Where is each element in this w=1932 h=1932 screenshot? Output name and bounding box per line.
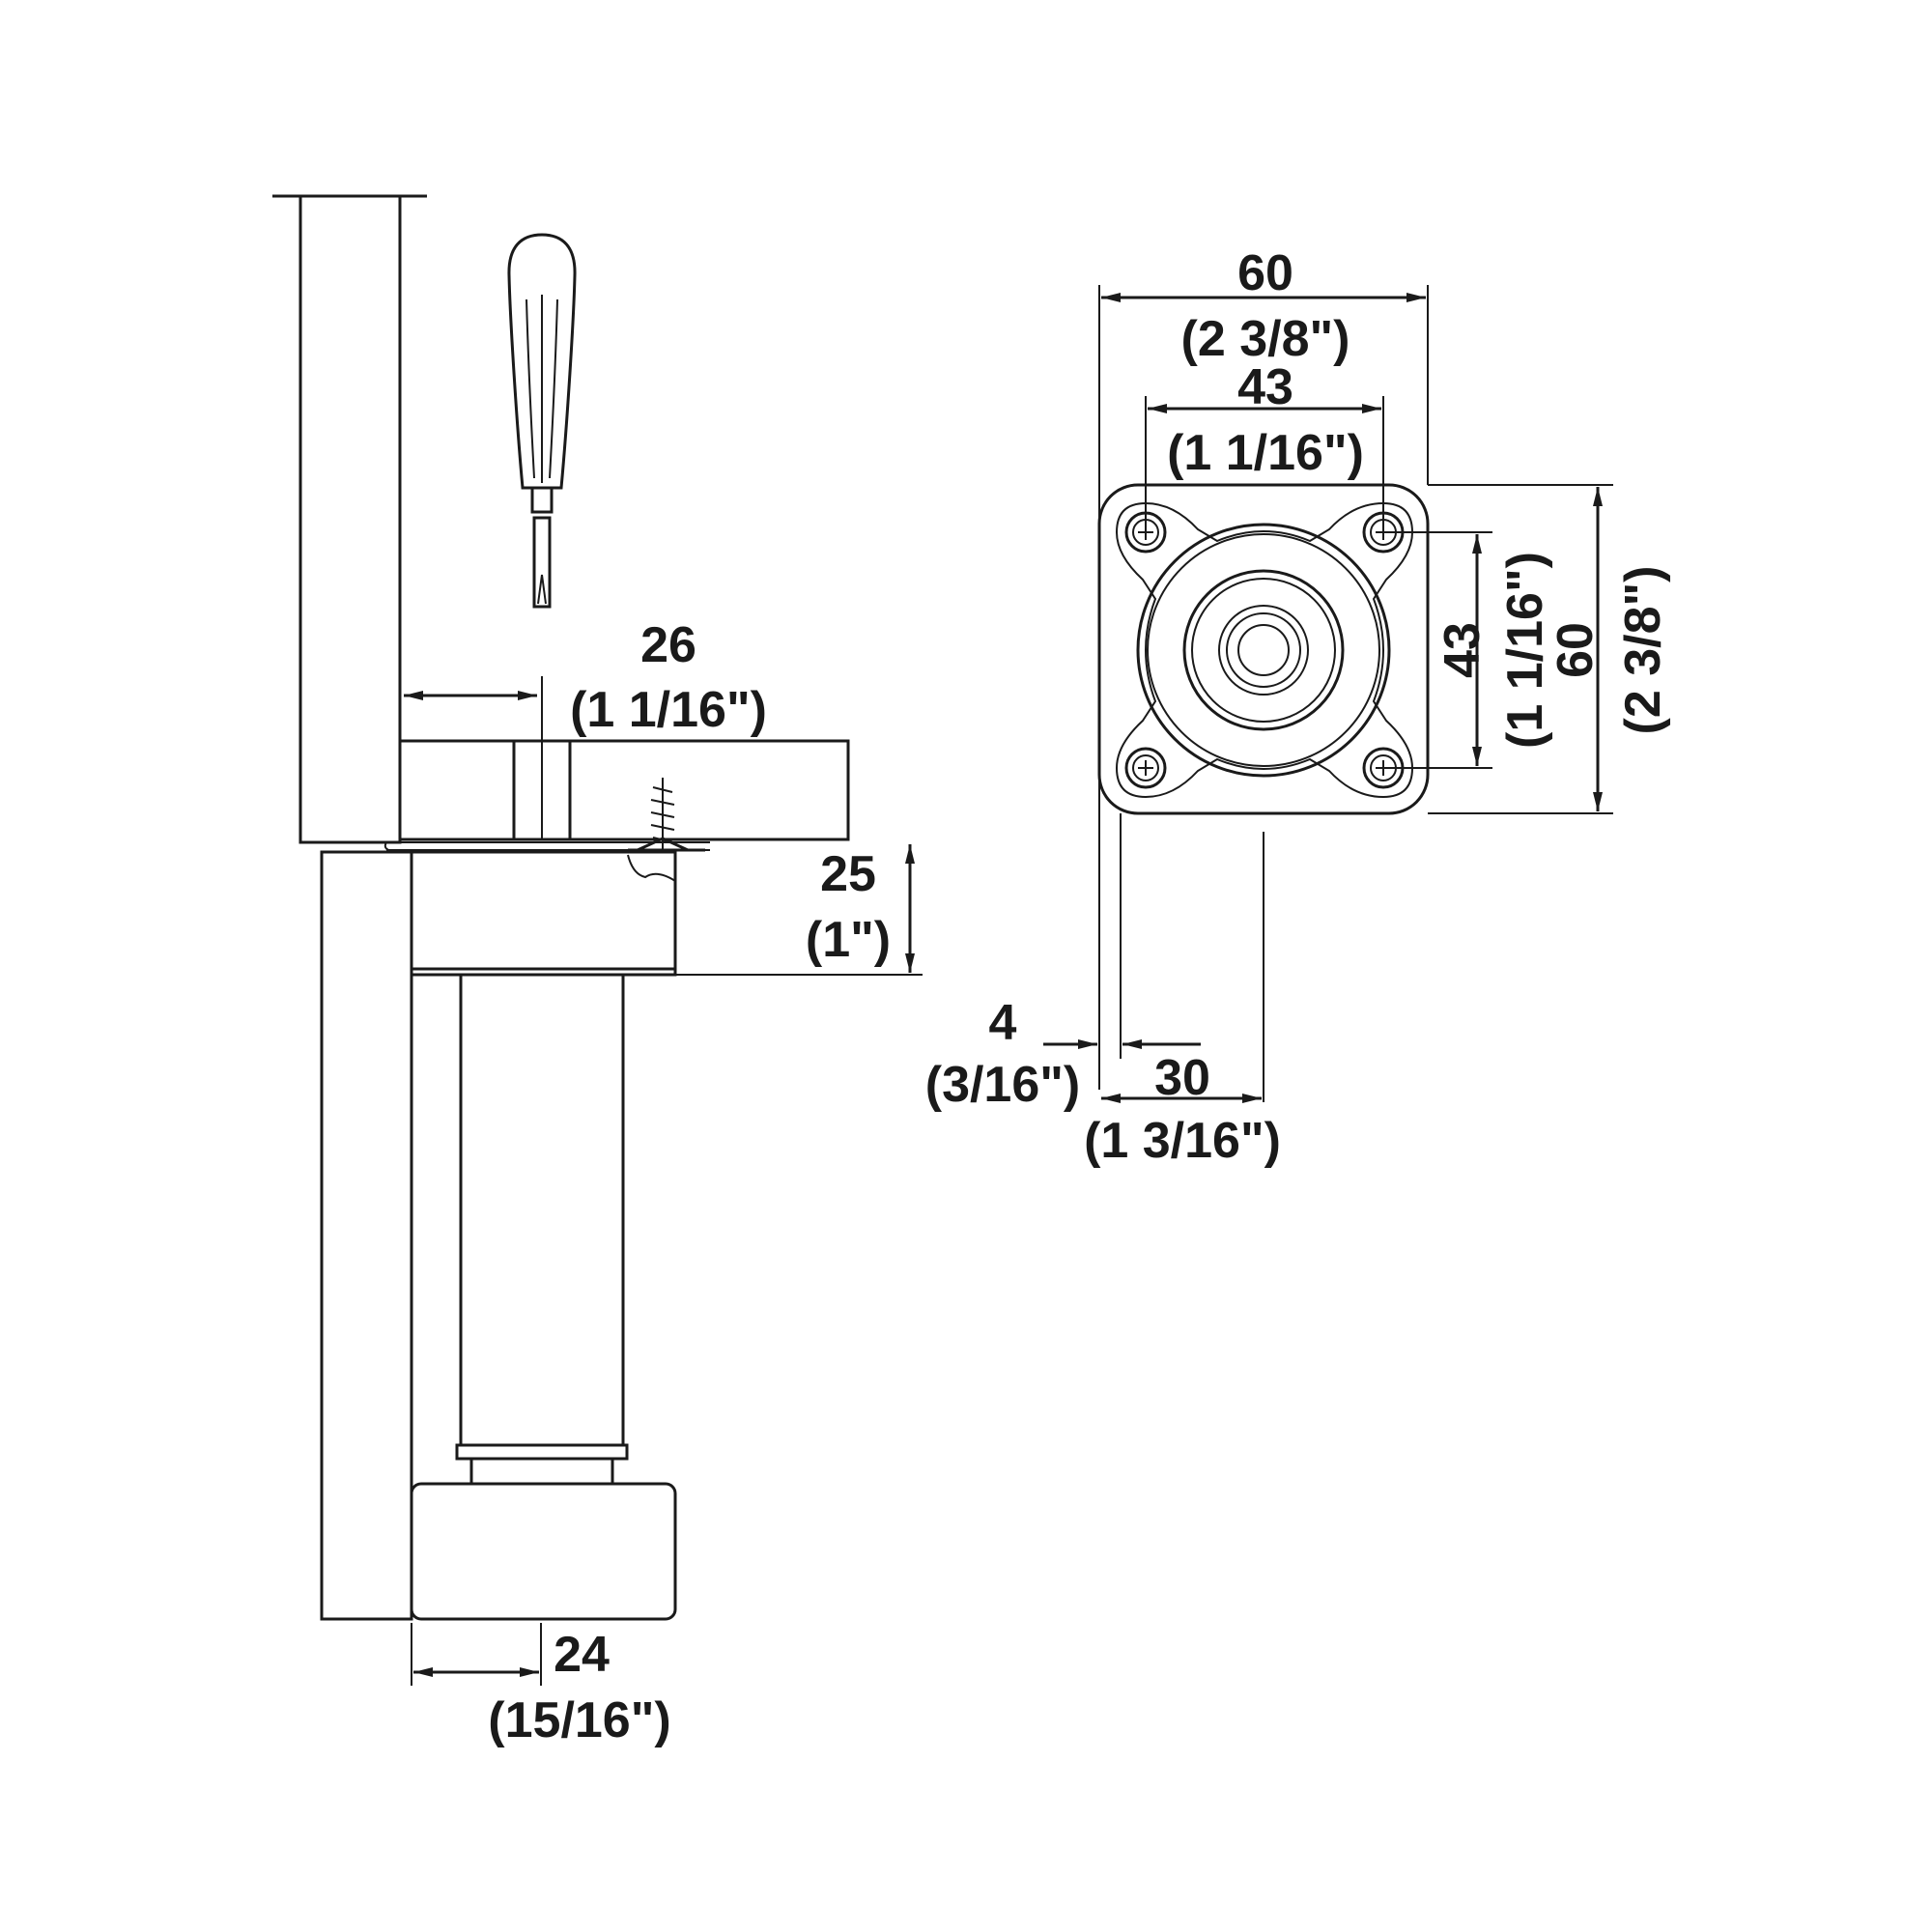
dim-60-height-mm: 60 [1548, 622, 1604, 678]
dim-25-inch: (1") [806, 912, 891, 968]
dim-4-mm: 4 [989, 995, 1017, 1051]
dim-43-v-inch: (1 1/16") [1497, 552, 1553, 749]
leg-ring [455, 1443, 629, 1461]
dim-60-height-inch: (2 3/8") [1615, 566, 1671, 735]
dim-30-inch: (1 3/16") [1084, 1113, 1281, 1169]
housing-cutaway [627, 854, 676, 882]
dim-60-width-inch: (2 3/8") [1181, 311, 1350, 367]
dim-43-v-mm: 43 [1435, 622, 1491, 678]
leg-tube [459, 973, 625, 1451]
dim-30-mm: 30 [1154, 1050, 1210, 1106]
leg-foot [410, 1482, 677, 1621]
dim-25-mm: 25 [820, 846, 876, 902]
dim-26-mm: 26 [640, 617, 696, 673]
screwdriver-icon [507, 233, 577, 609]
side-view: 26 (1 1/16") 25 (1") 24 (15/16") [272, 194, 923, 1748]
dim-43-h-mm: 43 [1237, 359, 1293, 415]
shelf-right-section [568, 739, 850, 841]
leg-housing [410, 850, 677, 977]
dim-60-width-mm: 60 [1237, 245, 1293, 301]
top-view: 60 (2 3/8") 43 (1 1/16") 43 (1 1/16") 60… [925, 245, 1671, 1169]
dim-43-h-inch: (1 1/16") [1167, 425, 1364, 481]
dim-26-inch: (1 1/16") [570, 682, 767, 738]
dim-24-inch: (15/16") [488, 1692, 670, 1748]
lower-side-panel [320, 850, 413, 1621]
screw-bottom-left-icon [1124, 747, 1167, 789]
mounting-plate-top [1097, 483, 1430, 815]
upper-side-panel [298, 194, 402, 844]
dim-24-mm: 24 [554, 1627, 610, 1683]
dim-4-inch: (3/16") [925, 1057, 1081, 1113]
shelf-left-section [398, 739, 516, 841]
adjuster-thread [469, 1457, 614, 1486]
